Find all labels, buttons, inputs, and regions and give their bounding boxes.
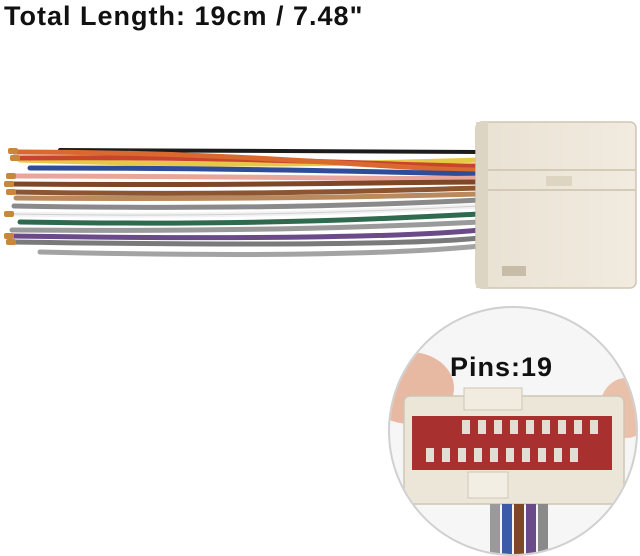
pin-row-top [462, 420, 598, 434]
wire-pink [9, 173, 483, 182]
wire-white-edge [9, 205, 481, 216]
wire-blue [27, 165, 483, 177]
wire-brown-2 [9, 185, 483, 196]
wire-harness-photo [4, 121, 637, 289]
wire-green [17, 211, 483, 226]
wire-gray-3 [9, 235, 483, 247]
wire-black [58, 148, 482, 154]
pins-count-label: Pins:19 [450, 352, 554, 382]
total-length-label: Total Length: 19cm / 7.48" [4, 1, 364, 31]
wire-orange [11, 149, 483, 173]
wire-gray-4 [37, 243, 483, 257]
wire-tan [13, 191, 483, 202]
pin-closeup-inset [388, 306, 638, 556]
copper-tips [4, 148, 20, 245]
wire-bundle [7, 148, 483, 257]
pin-closeup-photo [390, 352, 636, 554]
closeup-wires [490, 504, 548, 554]
wire-gray-2 [9, 219, 483, 233]
wire-gray-1 [11, 197, 483, 210]
wire-brown-1 [7, 179, 483, 188]
wire-purple [7, 227, 483, 241]
latch-tab [467, 471, 509, 499]
connector-plug [475, 121, 637, 289]
pin-row-bottom [426, 448, 578, 462]
